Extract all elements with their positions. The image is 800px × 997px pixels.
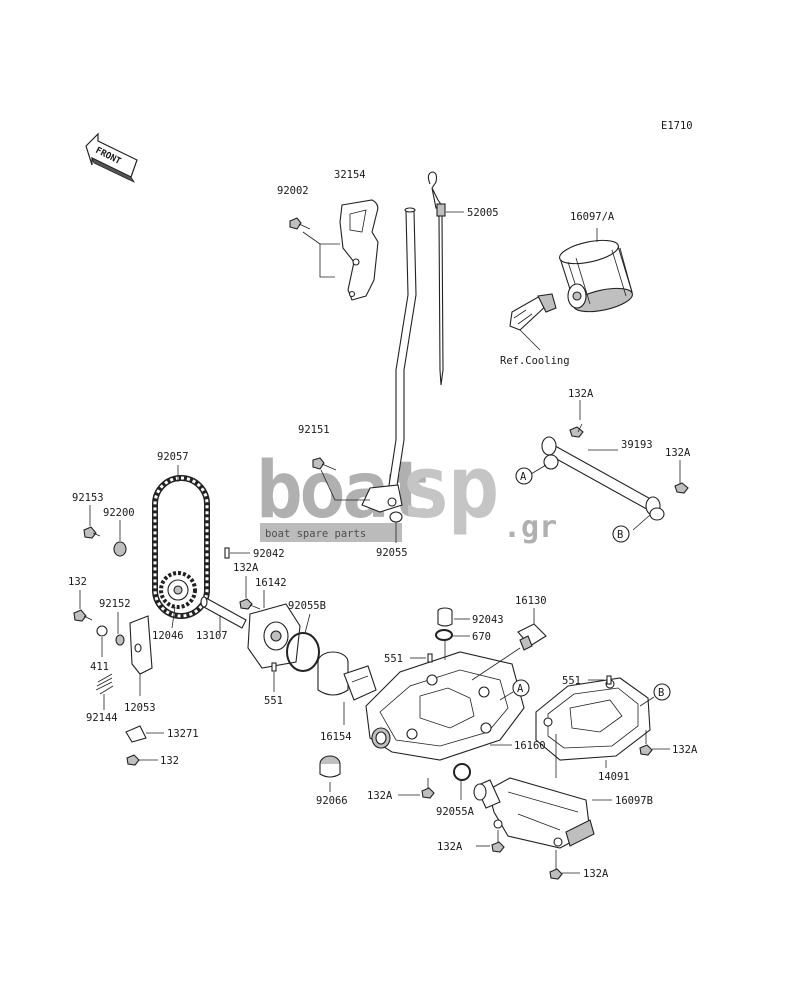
relief-valve-16130 [517, 623, 547, 651]
plate-13271 [125, 725, 147, 743]
bolt-132A-right [674, 482, 689, 494]
bolt-132A-pump [239, 598, 261, 610]
label-132A-7: 132A [583, 868, 609, 880]
spring-92144 [95, 673, 114, 695]
bracket-32154 [339, 199, 379, 301]
label-132A-4: 132A [672, 744, 698, 756]
label-16142: 16142 [255, 577, 287, 589]
front-arrow-icon: FRONT [85, 132, 138, 183]
watermark-sp: sp [400, 438, 496, 538]
pump-case-16160 [365, 651, 525, 761]
label-92002: 92002 [277, 185, 309, 197]
pipe-39193 [541, 436, 665, 521]
label-92151: 92151 [298, 424, 330, 436]
marker-b-top-label: B [617, 529, 623, 541]
label-12053: 12053 [124, 702, 156, 714]
oil-filter-16097A [559, 239, 633, 313]
shaft-13107 [200, 596, 247, 629]
label-16130: 16130 [515, 595, 547, 607]
bolt-132A-cover [639, 730, 653, 756]
oring-92055 [389, 511, 403, 523]
label-16154: 16154 [320, 731, 352, 743]
marker-a-top: A [515, 467, 533, 485]
watermark-tld: .gr [503, 510, 557, 545]
watermark-subtitle: boat spare parts [265, 528, 366, 540]
bolt-92153 [83, 526, 101, 539]
label-132-bottom: 132 [160, 755, 179, 767]
label-14091: 14091 [598, 771, 630, 783]
label-92043: 92043 [472, 614, 504, 626]
cap-92066 [319, 755, 341, 778]
label-92057: 92057 [157, 451, 189, 463]
marker-b-bottom: B [653, 683, 671, 701]
label-92144: 92144 [86, 712, 118, 724]
label-13271: 13271 [167, 728, 199, 740]
dowel-92043 [437, 607, 453, 627]
label-13107: 13107 [196, 630, 228, 642]
label-92152: 92152 [99, 598, 131, 610]
rotor-16154 [317, 651, 377, 701]
label-92055B: 92055B [288, 600, 326, 612]
label-92200: 92200 [103, 507, 135, 519]
dipstick-52005 [427, 171, 446, 386]
label-ref-cooling: Ref.Cooling [500, 355, 570, 367]
label-670: 670 [472, 631, 491, 643]
bolt-132A-bottom-left [491, 830, 505, 853]
label-92042: 92042 [253, 548, 285, 560]
label-16097B: 16097B [615, 795, 653, 807]
label-132: 132 [68, 576, 87, 588]
bolt-132A-center [421, 778, 435, 799]
diagram-code: E1710 [661, 120, 693, 132]
label-32154: 32154 [334, 169, 366, 181]
marker-a-bottom-label: A [517, 683, 524, 695]
label-132A-2: 132A [665, 447, 691, 459]
label-551-left: 551 [264, 695, 283, 707]
watermark-boat: boat [256, 446, 428, 536]
gasket-92055B [286, 632, 320, 672]
label-411: 411 [90, 661, 109, 673]
marker-a-bottom: A [512, 679, 530, 697]
tensioner-12053 [129, 615, 153, 675]
oring-670 [435, 629, 453, 641]
label-132A-5: 132A [367, 790, 393, 802]
label-132A-1: 132A [568, 388, 594, 400]
cover-14091 [535, 677, 651, 761]
sprocket-12046 [159, 571, 197, 609]
label-52005: 52005 [467, 207, 499, 219]
fitting-ref-cooling [509, 293, 557, 331]
bolt-132A-bottom-right [549, 850, 563, 880]
strainer-16097B [473, 777, 595, 849]
oring-92055A [453, 763, 471, 781]
marker-b-bottom-label: B [658, 687, 664, 699]
label-551-center: 551 [384, 653, 403, 665]
bolt-132-bottom [126, 754, 140, 766]
bolt-132A-top [569, 423, 584, 438]
bolt-132-left [73, 609, 93, 622]
label-92066: 92066 [316, 795, 348, 807]
label-132A-3: 132A [233, 562, 259, 574]
label-16160: 16160 [514, 740, 546, 752]
label-551-right: 551 [562, 675, 581, 687]
bolt-92002 [289, 217, 311, 230]
marker-a-top-label: A [520, 471, 527, 483]
label-16097A: 16097/A [570, 211, 615, 223]
marker-b-top: B [612, 525, 630, 543]
washer-92200 [113, 541, 127, 557]
label-92055A: 92055A [436, 806, 475, 818]
label-92055: 92055 [376, 547, 408, 559]
label-12046: 12046 [152, 630, 184, 642]
chain-92057 [152, 475, 210, 619]
watermark-logo: boat sp .gr boat spare parts [256, 438, 557, 545]
label-92153: 92153 [72, 492, 104, 504]
label-39193: 39193 [621, 439, 653, 451]
bolt-92151 [312, 457, 337, 471]
label-132A-6: 132A [437, 841, 463, 853]
